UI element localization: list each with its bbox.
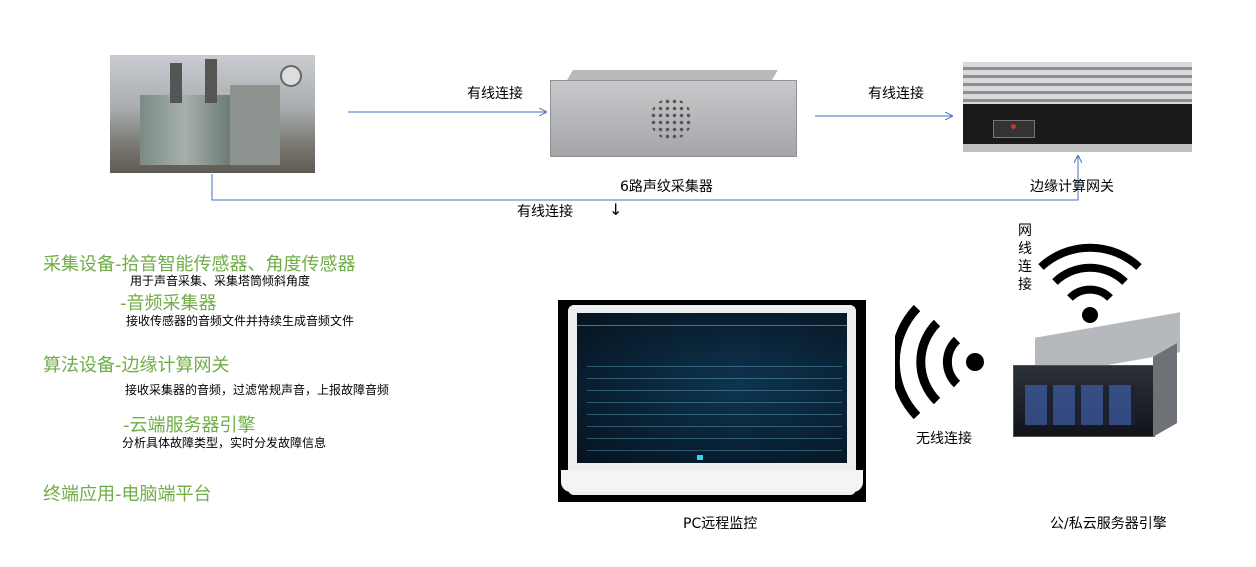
wifi-icon (1038, 243, 1142, 323)
server-label: 公/私云服务器引擎 (1050, 516, 1167, 532)
speaker-grille-icon (650, 98, 692, 140)
collector-device (550, 70, 797, 157)
network-cable-label: 网线连接 (1018, 223, 1032, 293)
collector-label: 6路声纹采集器 (620, 179, 713, 195)
legend-collect-title: 采集设备-拾音智能传感器、角度传感器 (43, 254, 356, 275)
legend-terminal-title: 终端应用-电脑端平台 (43, 484, 212, 505)
gateway-label: 边缘计算网关 (1030, 179, 1114, 195)
line-transformer-to-gateway (211, 156, 1078, 201)
down-arrow-icon: ↓ (609, 200, 623, 219)
transformer-photo (110, 55, 315, 173)
gateway-device (963, 62, 1192, 152)
legend-audio-title: -音频采集器 (120, 293, 217, 314)
edge-label-wired: 有线连接 (868, 86, 924, 102)
server-device (1005, 312, 1180, 440)
edge-label-wired: 有线连接 (517, 204, 573, 220)
pc-label: PC远程监控 (683, 516, 758, 532)
legend-cloud-desc: 分析具体故障类型，实时分发故障信息 (122, 436, 327, 450)
monitoring-screen (577, 313, 847, 463)
wifi-icon (895, 305, 984, 420)
legend-cloud-title: -云端服务器引擎 (123, 415, 256, 436)
legend-audio-desc: 接收传感器的音频文件并持续生成音频文件 (126, 314, 355, 328)
edge-label-wired: 有线连接 (467, 86, 523, 102)
legend-algo-title: 算法设备-边缘计算网关 (43, 355, 230, 376)
laptop-monitor (558, 300, 866, 502)
legend-algo-desc: 接收采集器的音频，过滤常规声音，上报故障音频 (125, 383, 390, 397)
wireless-label: 无线连接 (916, 431, 972, 447)
legend-collect-desc: 用于声音采集、采集塔筒倾斜角度 (130, 274, 311, 288)
